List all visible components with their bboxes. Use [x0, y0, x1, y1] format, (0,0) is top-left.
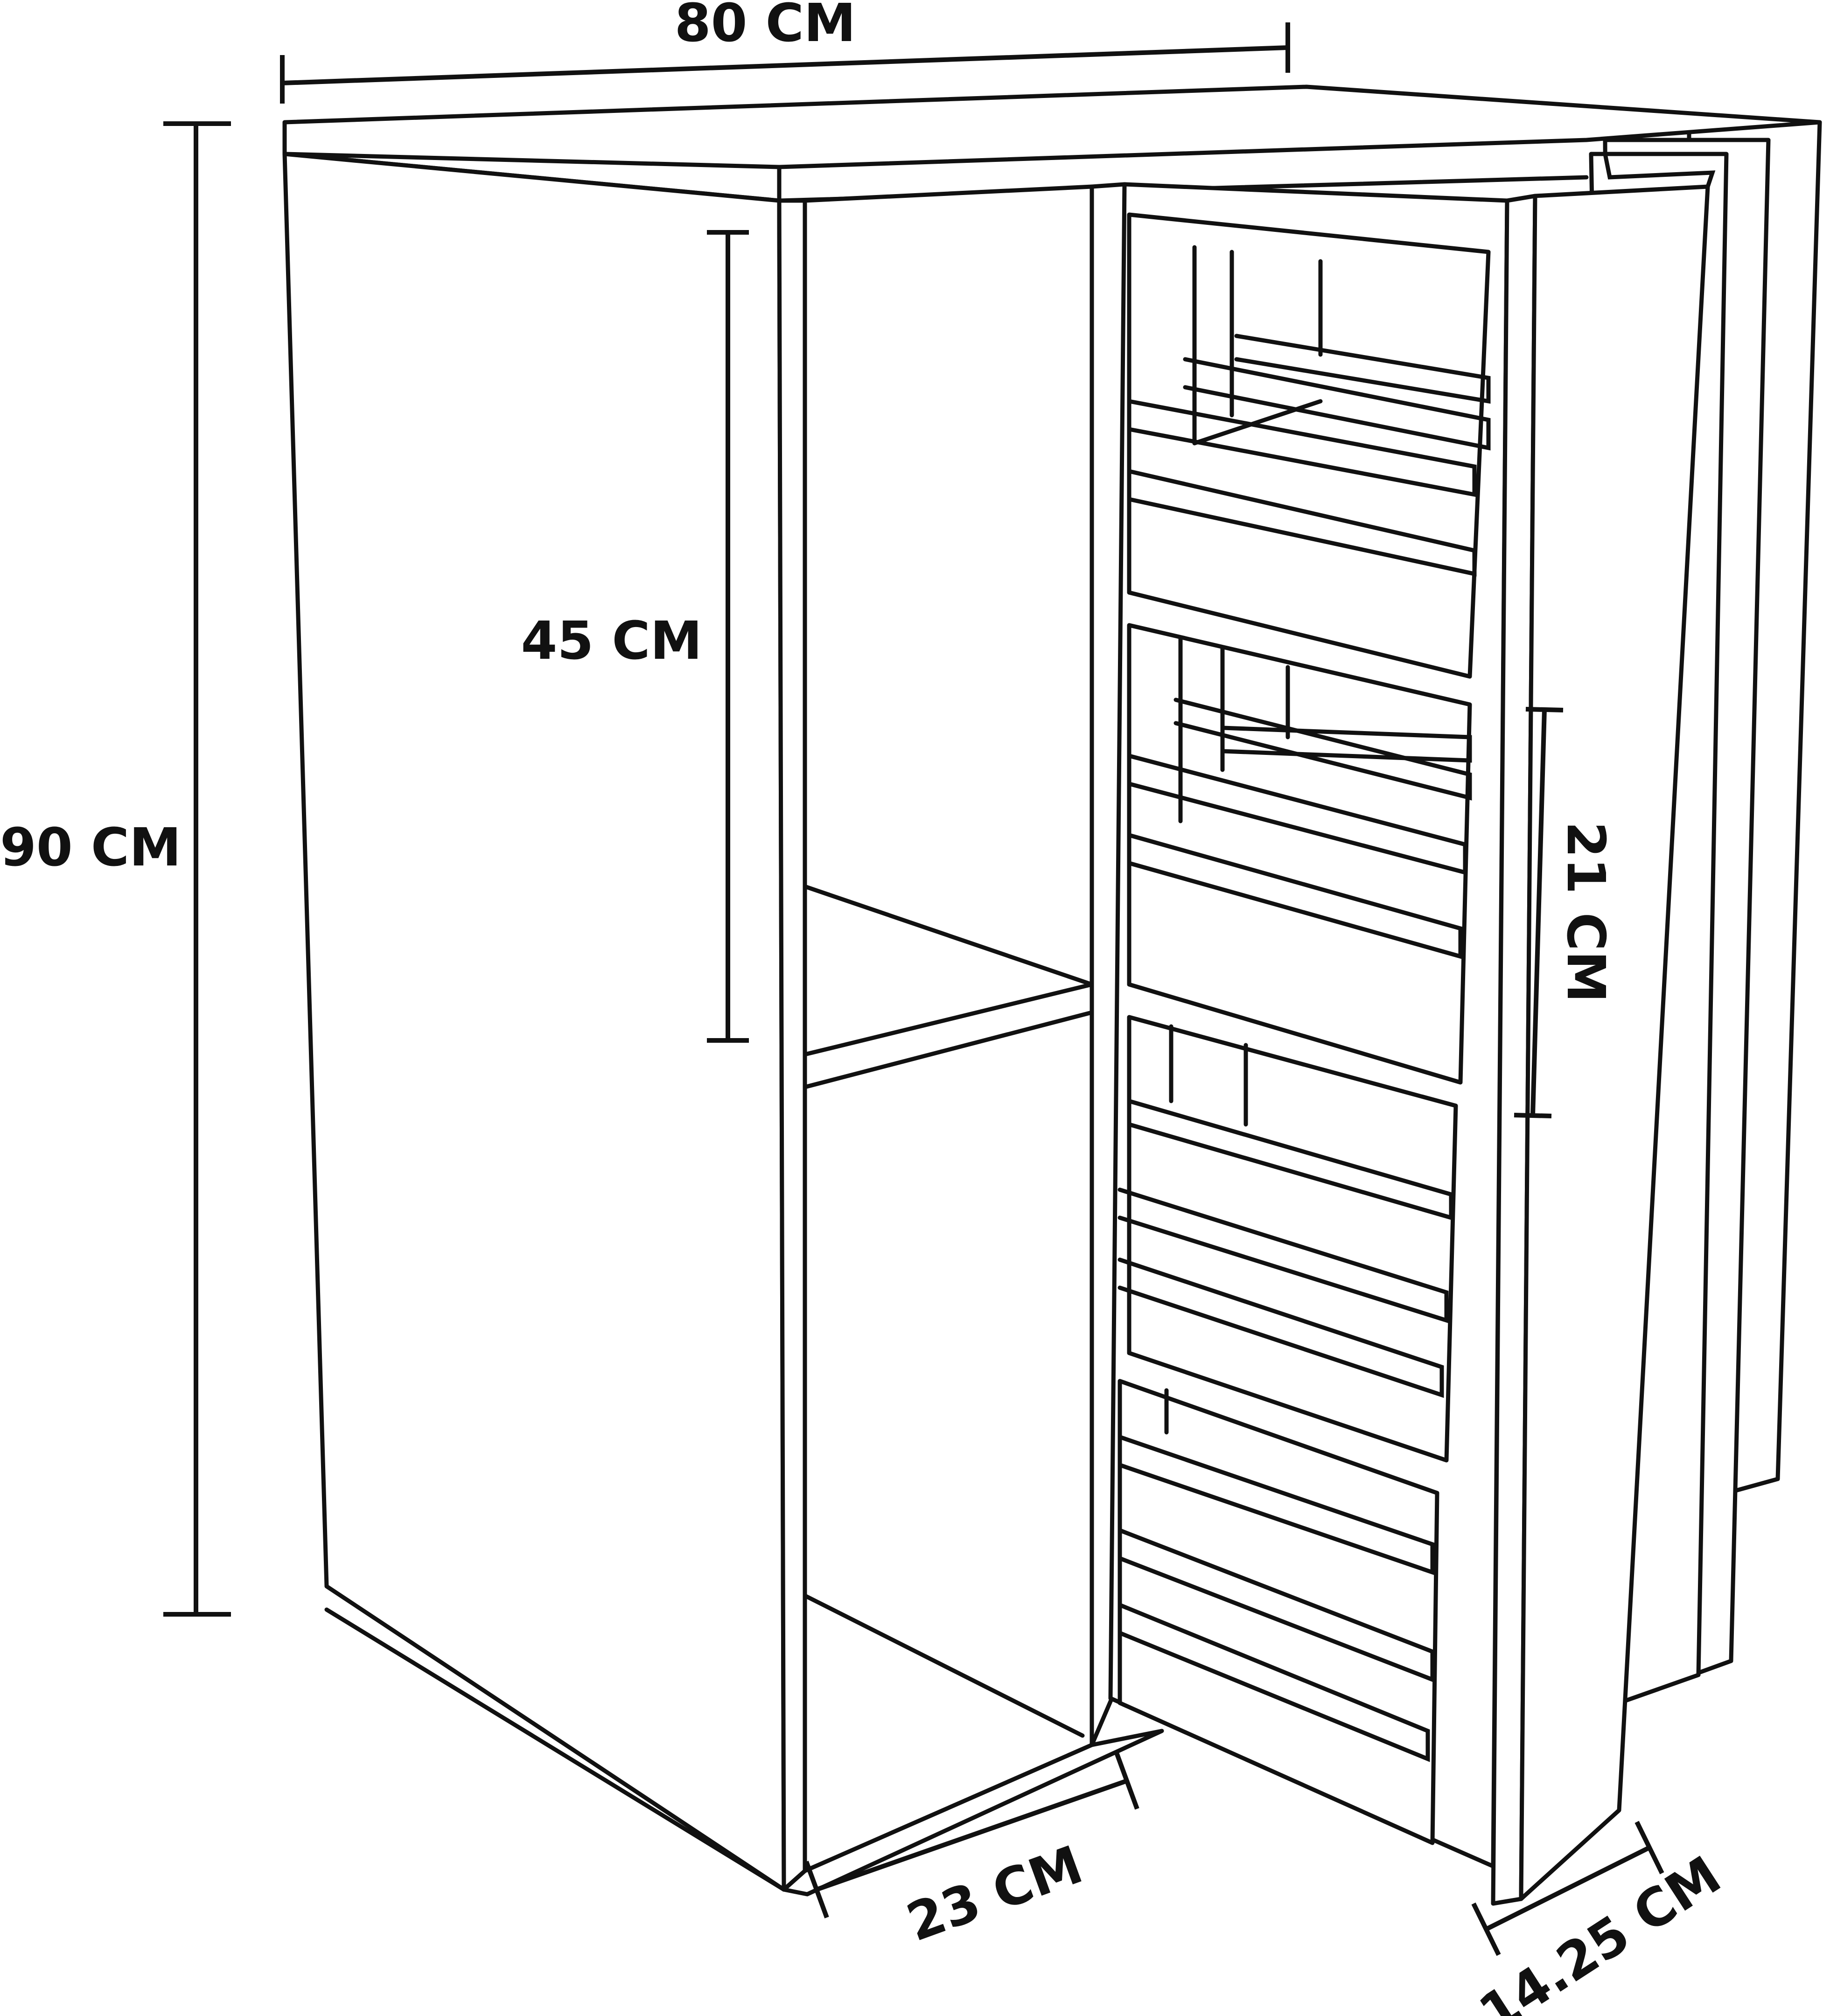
- basket-3: [1118, 1015, 1458, 1463]
- label-shelf-height: 45 CM: [521, 611, 703, 671]
- dim-basket-line: [1514, 707, 1564, 1118]
- dim-unit-line: [1471, 1821, 1664, 1956]
- label-basket-height: 21 CM: [1555, 822, 1616, 1003]
- basket-2: [1127, 623, 1472, 1085]
- shelf-front-edge: [803, 982, 1094, 1057]
- left-side-bottom-edge: [324, 1607, 786, 1892]
- compartment-floor: [803, 1593, 1085, 1738]
- front-frame-left: [777, 198, 807, 1892]
- basket-4: [1118, 1379, 1439, 1845]
- label-width: 80 CM: [675, 0, 856, 54]
- cabinet-base-front: [782, 1729, 1164, 1897]
- dim-shelf-line: [707, 230, 749, 1043]
- dim-depth-line: [804, 1752, 1139, 1918]
- pullout-side-panel: [1519, 184, 1710, 1901]
- label-height: 90 CM: [0, 817, 182, 878]
- basket-1: [1127, 212, 1491, 679]
- pullout-side-inner: [1603, 152, 1716, 189]
- dim-width-line: [280, 22, 1290, 104]
- dim-height-line: [163, 121, 231, 1617]
